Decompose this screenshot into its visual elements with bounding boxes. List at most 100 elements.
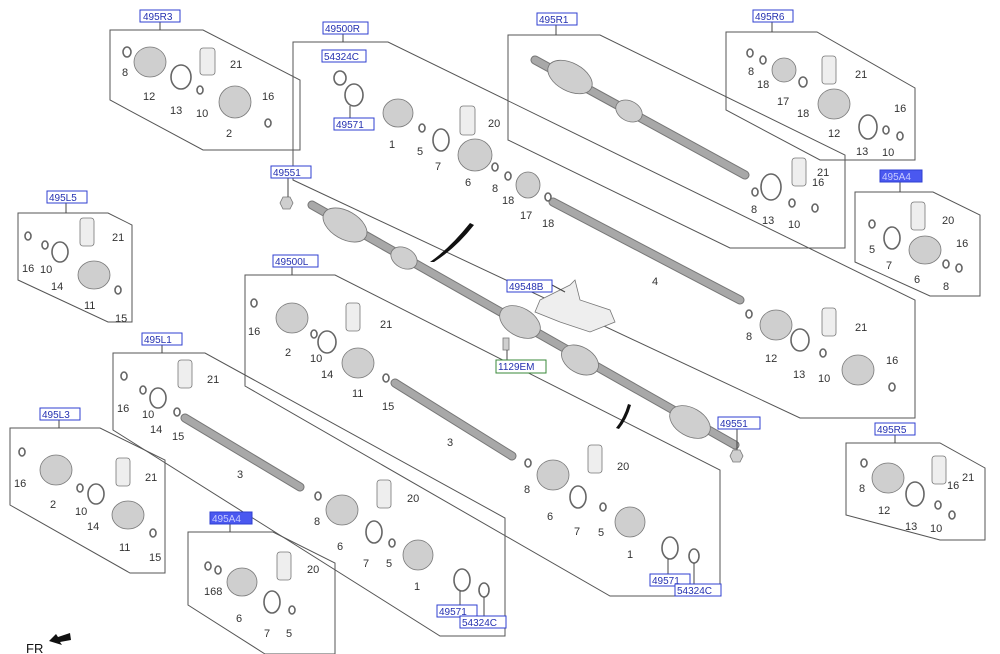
nut-49551-top[interactable] (279, 196, 294, 210)
svg-text:11: 11 (352, 388, 363, 400)
svg-text:15: 15 (115, 313, 127, 325)
group-outline-495L5 (17, 212, 133, 323)
svg-text:495A4: 495A4 (212, 514, 241, 525)
front-arrow-icon (49, 633, 71, 645)
svg-text:16: 16 (262, 91, 274, 103)
svg-text:6: 6 (337, 541, 343, 553)
svg-text:21: 21 (380, 319, 392, 331)
svg-text:8: 8 (751, 204, 757, 216)
svg-text:54324C: 54324C (324, 52, 359, 63)
group-outline-495A4-bottom (187, 531, 336, 654)
svg-text:8: 8 (122, 67, 128, 79)
group-outline-495R6 (725, 31, 916, 161)
svg-text:13: 13 (905, 521, 917, 533)
shaft-part-3-mid[interactable] (390, 378, 517, 461)
group-outline-495R5 (845, 442, 986, 541)
svg-text:6: 6 (547, 511, 553, 523)
svg-text:49571: 49571 (652, 576, 680, 587)
ref-label-54324C-bottom[interactable]: 54324C (459, 597, 507, 629)
shaft-part-4[interactable] (548, 197, 745, 305)
ref-label-49551-bottom[interactable]: 49551 (717, 416, 761, 450)
svg-text:20: 20 (617, 461, 629, 473)
drive-shaft-495R1[interactable] (530, 53, 750, 180)
drive-shaft-right-assembly[interactable] (307, 200, 740, 450)
svg-text:49500R: 49500R (325, 24, 360, 35)
svg-text:16: 16 (14, 478, 26, 490)
ref-label-495L3[interactable]: 495L3 (39, 407, 81, 428)
ref-label-495L5[interactable]: 495L5 (46, 190, 88, 213)
nut-49551-bottom[interactable] (729, 449, 744, 463)
svg-text:20: 20 (942, 215, 954, 227)
svg-text:12: 12 (828, 128, 840, 140)
svg-text:18: 18 (757, 79, 769, 91)
svg-text:21: 21 (855, 69, 867, 81)
svg-text:5: 5 (386, 558, 392, 570)
svg-text:1: 1 (389, 139, 395, 151)
svg-text:495L1: 495L1 (144, 335, 172, 346)
svg-text:4: 4 (652, 276, 658, 288)
svg-text:54324C: 54324C (462, 618, 497, 629)
ref-label-49571-bottom[interactable]: 49571 (436, 591, 478, 618)
svg-text:7: 7 (264, 628, 270, 640)
shaft-part-3-left[interactable] (180, 413, 305, 492)
svg-text:10: 10 (310, 353, 322, 365)
svg-text:5: 5 (598, 527, 604, 539)
svg-text:168: 168 (204, 586, 222, 598)
ref-label-495R5[interactable]: 495R5 (874, 422, 916, 443)
svg-text:21: 21 (145, 472, 157, 484)
svg-text:6: 6 (236, 613, 242, 625)
svg-text:10: 10 (196, 108, 208, 120)
svg-text:8: 8 (746, 331, 752, 343)
svg-text:8: 8 (492, 183, 498, 195)
ref-label-49500L[interactable]: 49500L (272, 254, 319, 275)
svg-text:49500L: 49500L (275, 257, 309, 268)
svg-text:11: 11 (84, 300, 95, 312)
svg-text:21: 21 (817, 167, 829, 179)
ref-label-54324C-top[interactable]: 54324C (321, 49, 367, 63)
ref-label-495A4-bottom[interactable]: 495A4 (209, 511, 253, 532)
svg-text:21: 21 (230, 59, 242, 71)
ref-label-495R6[interactable]: 495R6 (752, 9, 794, 32)
group-outline-495A4-right (854, 191, 981, 297)
svg-text:495R1: 495R1 (539, 15, 569, 26)
ref-label-49548B[interactable]: 49548B (506, 279, 566, 293)
ref-label-49571-mid[interactable]: 49571 (649, 559, 691, 587)
ref-label-495R3[interactable]: 495R3 (139, 9, 181, 30)
bolt-1129EM[interactable] (502, 337, 510, 351)
ref-label-49500R[interactable]: 49500R (322, 21, 369, 42)
svg-text:14: 14 (321, 369, 333, 381)
svg-text:6: 6 (465, 177, 471, 189)
ref-label-54324C-mid[interactable]: 54324C (674, 563, 722, 597)
svg-text:8: 8 (524, 484, 530, 496)
svg-text:7: 7 (363, 558, 369, 570)
ref-label-495R1[interactable]: 495R1 (536, 12, 578, 35)
group-outline-495R3 (109, 29, 301, 151)
svg-text:13: 13 (856, 146, 868, 158)
ref-label-49571-top[interactable]: 49571 (333, 106, 375, 131)
svg-text:3: 3 (237, 469, 243, 481)
ref-label-495A4-right[interactable]: 495A4 (879, 169, 923, 192)
svg-text:10: 10 (142, 409, 154, 421)
svg-text:12: 12 (143, 91, 155, 103)
bracket-49548B[interactable] (534, 279, 616, 333)
svg-text:17: 17 (777, 96, 789, 108)
svg-text:1: 1 (627, 549, 633, 561)
svg-text:13: 13 (762, 215, 774, 227)
svg-text:20: 20 (307, 564, 319, 576)
ref-label-495L1[interactable]: 495L1 (141, 332, 183, 353)
svg-text:16: 16 (947, 480, 959, 492)
svg-text:15: 15 (149, 552, 161, 564)
fr-label: FR (26, 641, 43, 654)
svg-text:18: 18 (797, 108, 809, 120)
svg-text:14: 14 (51, 281, 63, 293)
svg-text:10: 10 (75, 506, 87, 518)
ref-label-49551-top[interactable]: 49551 (270, 165, 312, 197)
svg-text:10: 10 (818, 373, 830, 385)
ref-label-1129EM[interactable]: 1129EM (495, 350, 547, 374)
svg-text:15: 15 (382, 401, 394, 413)
svg-text:5: 5 (286, 628, 292, 640)
svg-text:49551: 49551 (720, 419, 748, 430)
svg-text:16: 16 (812, 177, 824, 189)
svg-text:13: 13 (793, 369, 805, 381)
